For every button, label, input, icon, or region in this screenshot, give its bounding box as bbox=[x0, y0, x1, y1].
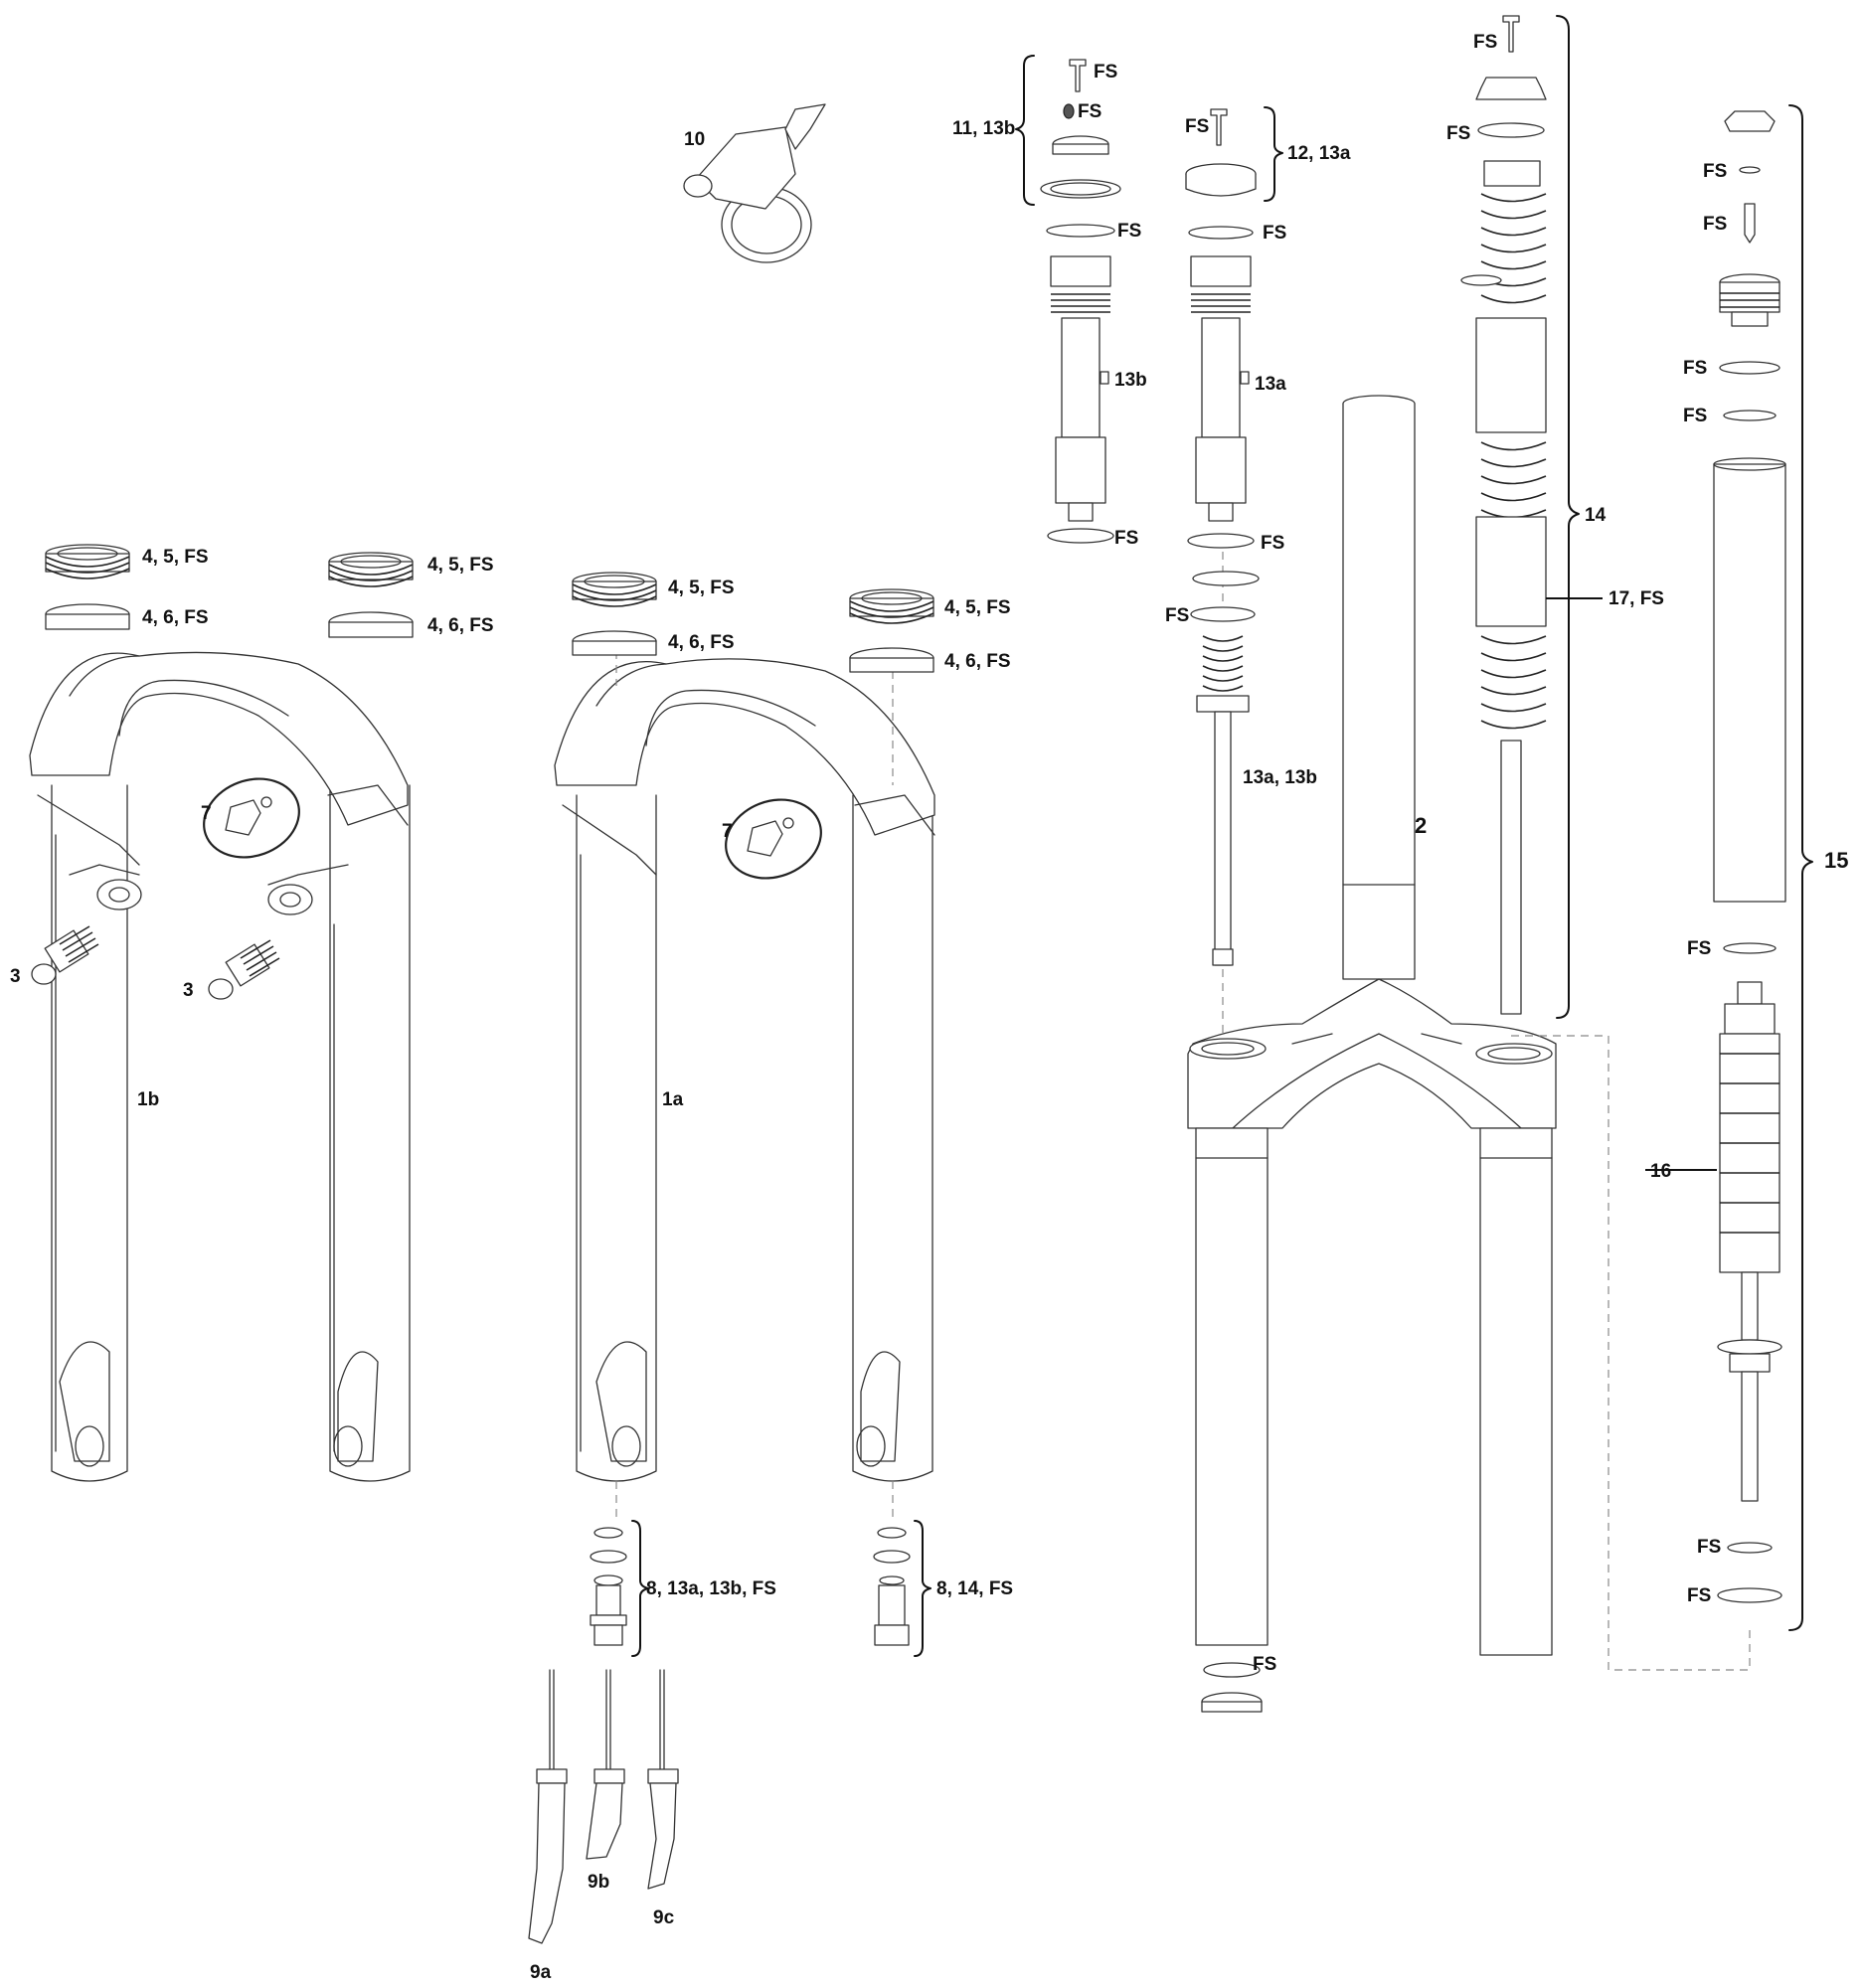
part-2-upper-assembly bbox=[1187, 395, 1557, 1713]
braces bbox=[631, 15, 1813, 1657]
label-fs: FS bbox=[1446, 123, 1470, 144]
label-fs: FS bbox=[1165, 605, 1189, 626]
label-10: 10 bbox=[684, 129, 705, 150]
label-3: 3 bbox=[10, 966, 21, 987]
label-9b: 9b bbox=[588, 1872, 609, 1893]
label-fs: FS bbox=[1261, 533, 1284, 554]
label-fs: FS bbox=[1687, 938, 1711, 959]
part-8-stack-left bbox=[590, 1527, 627, 1646]
part-14-coil-spring bbox=[1475, 15, 1751, 1671]
label-fs: FS bbox=[1114, 528, 1138, 549]
label-1b: 1b bbox=[137, 1089, 159, 1110]
seals-1a bbox=[572, 572, 934, 673]
label-fs: FS bbox=[1683, 406, 1707, 426]
label-4-6-fs: 4, 6, FS bbox=[668, 632, 735, 653]
lower-leg-assembly-1b bbox=[29, 651, 411, 1482]
cartridge-13b bbox=[1040, 59, 1121, 544]
part-labels: 10 11, 13b FS FS FS 13b FS FS 12, 13a FS… bbox=[10, 32, 1848, 1983]
seals-1b bbox=[45, 544, 414, 638]
part-9c bbox=[647, 1669, 679, 1890]
label-fs: FS bbox=[1094, 62, 1117, 83]
label-fs: FS bbox=[1697, 1537, 1721, 1558]
cartridge-13a bbox=[1185, 108, 1257, 1034]
label-4-5-fs: 4, 5, FS bbox=[427, 555, 494, 576]
label-4-5-fs: 4, 5, FS bbox=[668, 578, 735, 598]
label-fs: FS bbox=[1683, 358, 1707, 379]
bolt-3-right bbox=[208, 939, 280, 1000]
label-fs: FS bbox=[1263, 223, 1286, 244]
label-14: 14 bbox=[1585, 505, 1607, 526]
label-fs: FS bbox=[1117, 221, 1141, 242]
label-fs: FS bbox=[1687, 1585, 1711, 1606]
label-4-6-fs: 4, 6, FS bbox=[142, 607, 209, 628]
label-17-fs: 17, FS bbox=[1609, 588, 1664, 609]
label-4-6-fs: 4, 6, FS bbox=[427, 615, 494, 636]
label-3: 3 bbox=[183, 980, 194, 1001]
label-15: 15 bbox=[1824, 848, 1848, 873]
label-11-13b: 11, 13b bbox=[952, 118, 1015, 139]
label-2: 2 bbox=[1415, 813, 1427, 838]
part-9b bbox=[586, 1669, 625, 1860]
label-8-14-fs: 8, 14, FS bbox=[936, 1578, 1013, 1599]
part-8-stack-right bbox=[873, 1527, 911, 1646]
label-7: 7 bbox=[201, 803, 212, 824]
label-4-5-fs: 4, 5, FS bbox=[944, 597, 1011, 618]
label-4-5-fs: 4, 5, FS bbox=[142, 547, 209, 568]
label-fs: FS bbox=[1703, 214, 1727, 235]
label-fs: FS bbox=[1703, 161, 1727, 182]
label-fs: FS bbox=[1185, 116, 1209, 137]
label-9c: 9c bbox=[653, 1907, 675, 1928]
part-7-circle-middle bbox=[725, 798, 822, 880]
label-9a: 9a bbox=[530, 1962, 552, 1983]
label-fs: FS bbox=[1078, 101, 1101, 122]
label-16: 16 bbox=[1650, 1161, 1671, 1182]
label-4-6-fs: 4, 6, FS bbox=[944, 651, 1011, 672]
label-fs: FS bbox=[1473, 32, 1497, 53]
fs-rings bbox=[1192, 274, 1502, 586]
label-13a-cartridge: 13a bbox=[1255, 374, 1286, 395]
label-7: 7 bbox=[722, 821, 733, 842]
label-8-13a-13b-fs: 8, 13a, 13b, FS bbox=[646, 1578, 776, 1599]
part-9a bbox=[528, 1669, 568, 1944]
bolt-3-left bbox=[31, 925, 99, 985]
label-1a: 1a bbox=[662, 1089, 684, 1110]
label-fs: FS bbox=[1253, 1654, 1276, 1675]
part-15-damper-assembly bbox=[1645, 110, 1786, 1603]
lower-leg-assembly-1a bbox=[554, 651, 935, 1521]
label-12-13a: 12, 13a bbox=[1287, 143, 1351, 164]
label-13b-cartridge: 13b bbox=[1114, 370, 1147, 391]
part-10-remote bbox=[683, 103, 826, 263]
label-13a-13b: 13a, 13b bbox=[1243, 767, 1317, 788]
part-7-circle-left bbox=[203, 777, 300, 859]
